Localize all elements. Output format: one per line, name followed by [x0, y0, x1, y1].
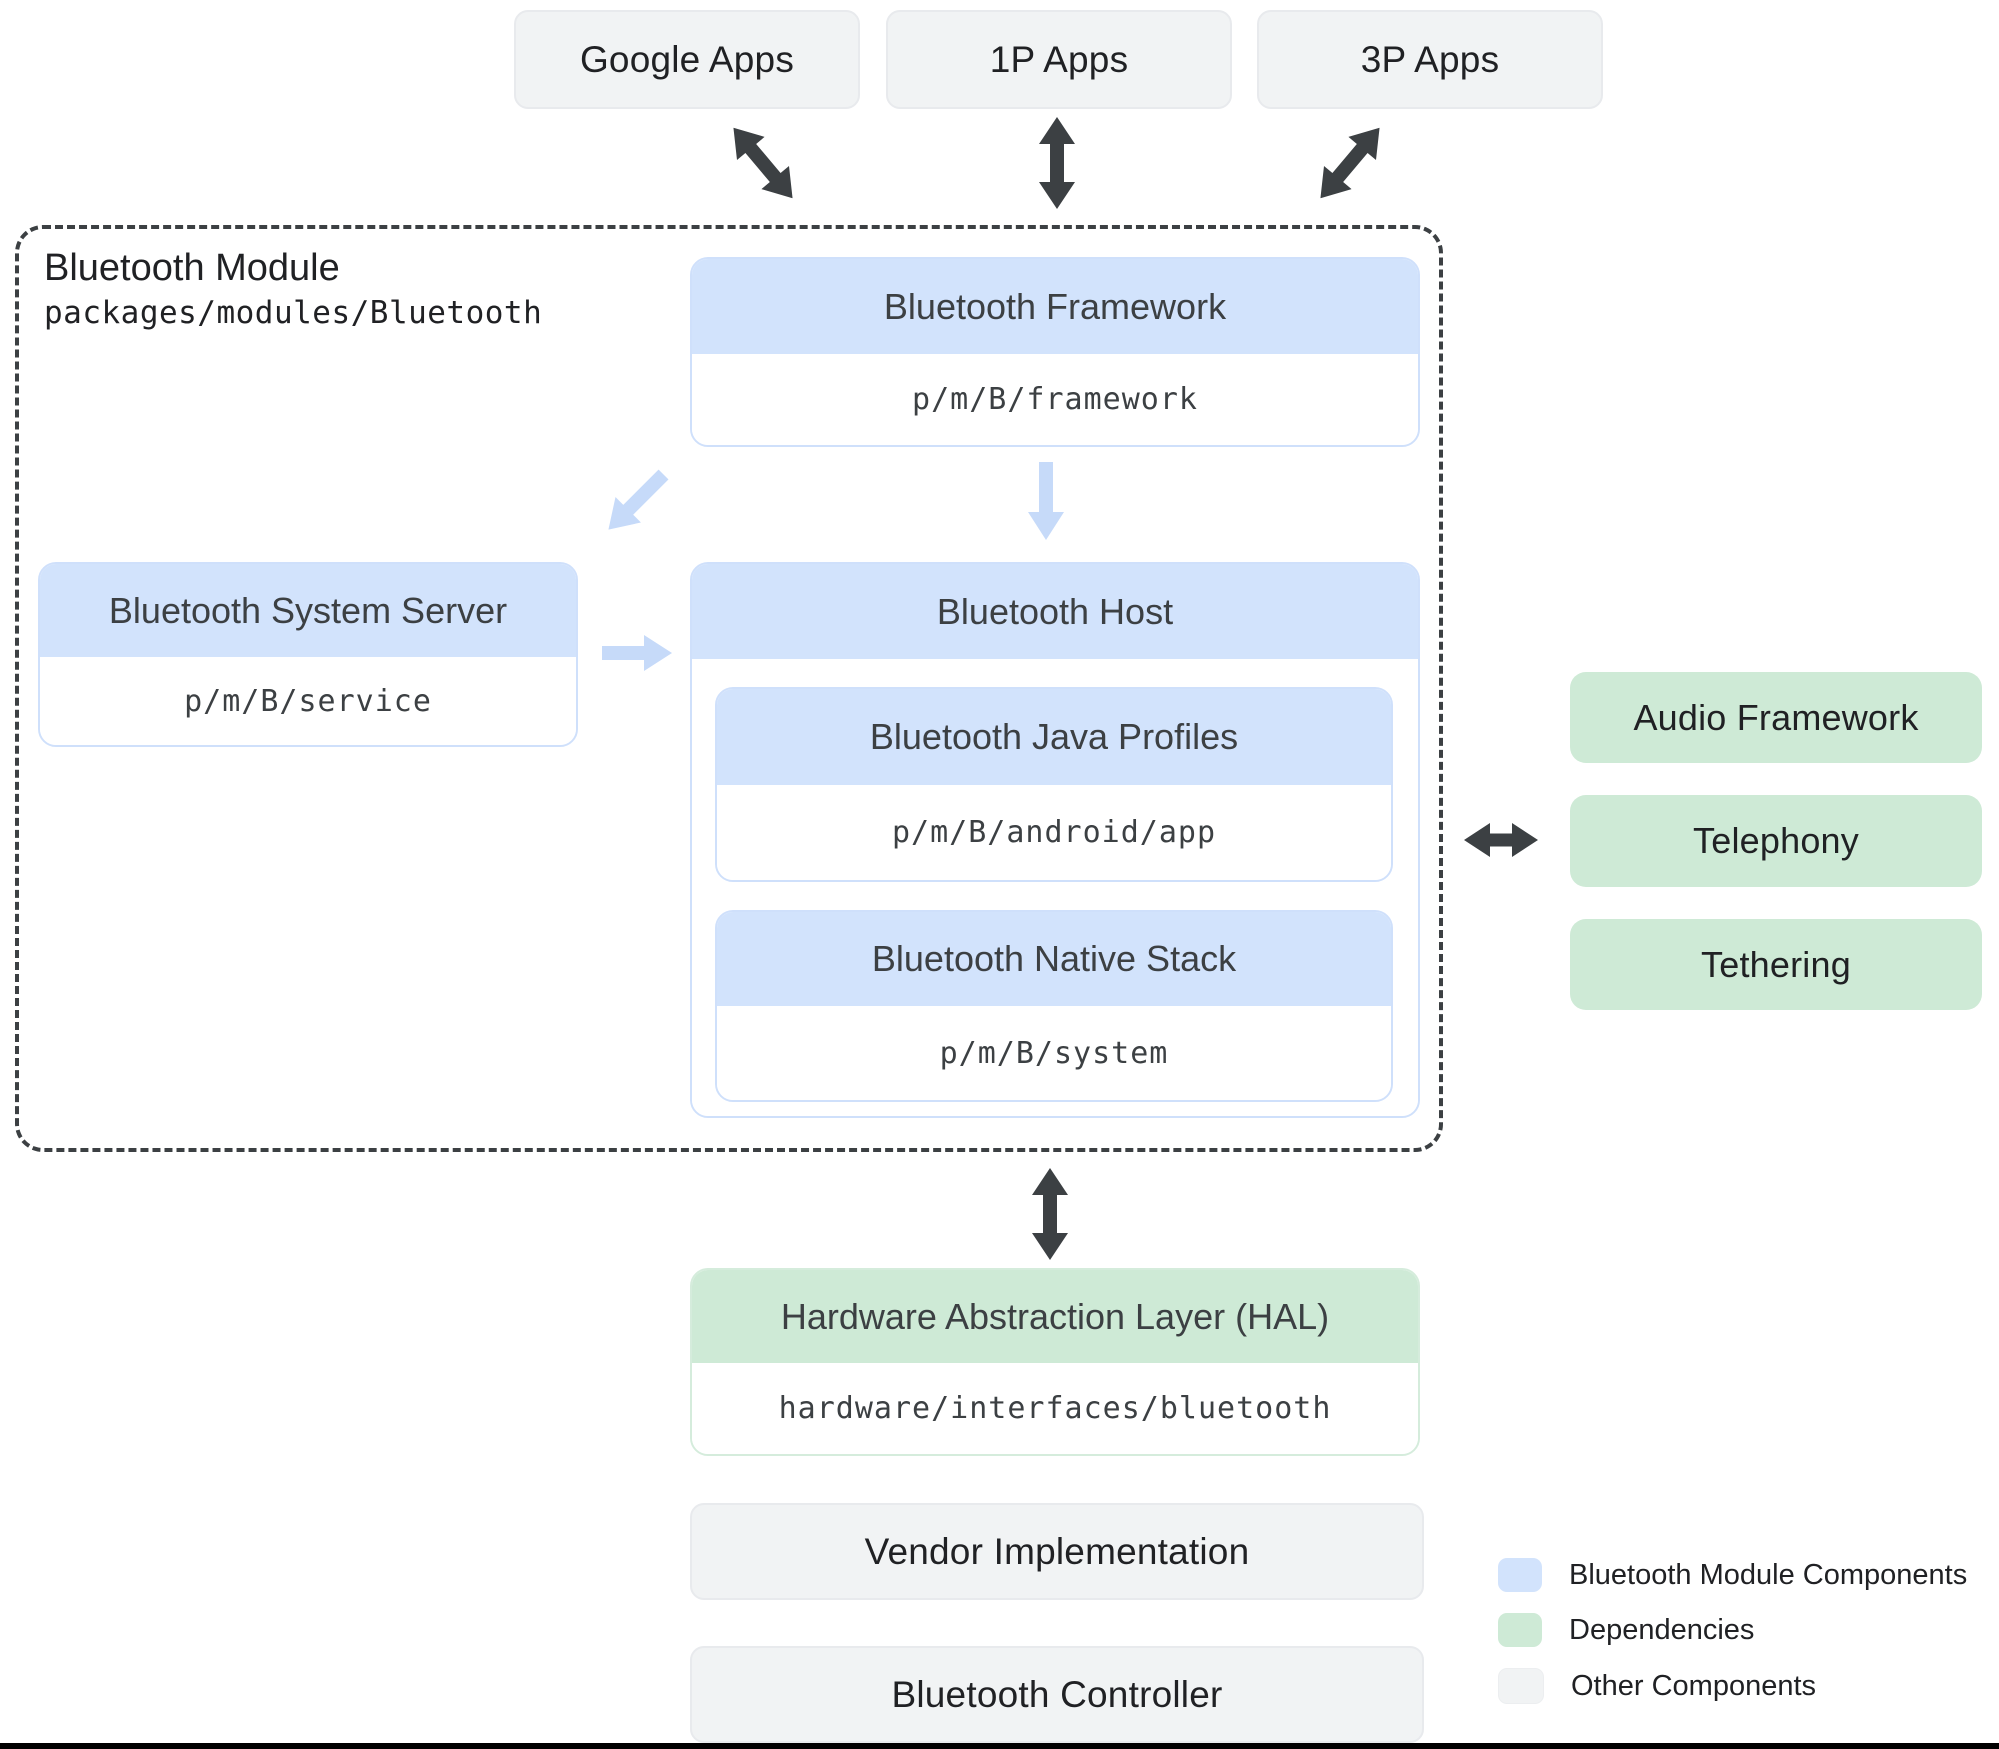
screenshot-bottom-edge: [0, 1743, 1999, 1749]
card-hal-title: Hardware Abstraction Layer (HAL): [692, 1270, 1418, 1363]
legend-swatch-green: [1498, 1613, 1542, 1647]
box-tethering-label: Tethering: [1701, 943, 1851, 985]
box-vendor-implementation-label: Vendor Implementation: [864, 1530, 1250, 1572]
card-hal: Hardware Abstraction Layer (HAL) hardwar…: [690, 1268, 1420, 1456]
legend-label-dependencies: Dependencies: [1569, 1613, 1755, 1646]
module-path: packages/modules/Bluetooth: [44, 295, 543, 331]
card-bluetooth-framework-path: p/m/B/framework: [692, 354, 1418, 445]
legend-swatch-gray: [1498, 1668, 1544, 1704]
box-vendor-implementation: Vendor Implementation: [690, 1503, 1424, 1600]
box-audio-framework-label: Audio Framework: [1633, 696, 1919, 738]
box-telephony: Telephony: [1570, 795, 1982, 887]
bluetooth-module-container: Bluetooth Module packages/modules/Blueto…: [15, 225, 1443, 1152]
card-bluetooth-host-body: Bluetooth Java Profiles p/m/B/android/ap…: [692, 659, 1418, 1116]
card-bluetooth-framework-title: Bluetooth Framework: [692, 259, 1418, 354]
double-arrow-1p-apps-icon: [1039, 117, 1075, 209]
box-3p-apps-label: 3P Apps: [1360, 38, 1500, 80]
box-telephony-label: Telephony: [1693, 820, 1859, 861]
box-bluetooth-controller-label: Bluetooth Controller: [891, 1673, 1223, 1715]
legend-label-other-components: Other Components: [1571, 1669, 1817, 1702]
legend-item-other-components: Other Components: [1498, 1668, 1816, 1704]
card-bluetooth-host: Bluetooth Host Bluetooth Java Profiles p…: [690, 562, 1420, 1118]
legend-swatch-blue: [1498, 1558, 1542, 1592]
box-bluetooth-controller: Bluetooth Controller: [690, 1646, 1424, 1743]
card-bluetooth-system-server: Bluetooth System Server p/m/B/service: [38, 562, 578, 747]
card-bluetooth-native-stack-title: Bluetooth Native Stack: [717, 912, 1391, 1006]
arrow-framework-to-system-server-icon: [596, 462, 677, 543]
card-bluetooth-java-profiles-title: Bluetooth Java Profiles: [717, 689, 1391, 785]
legend-item-module-components: Bluetooth Module Components: [1498, 1558, 1967, 1592]
arrow-framework-to-host-icon: [1028, 462, 1064, 540]
card-bluetooth-java-profiles: Bluetooth Java Profiles p/m/B/android/ap…: [715, 687, 1393, 882]
double-arrow-google-apps-icon: [720, 116, 807, 210]
card-bluetooth-system-server-title: Bluetooth System Server: [40, 564, 576, 657]
card-bluetooth-native-stack: Bluetooth Native Stack p/m/B/system: [715, 910, 1393, 1102]
card-bluetooth-framework: Bluetooth Framework p/m/B/framework: [690, 257, 1420, 447]
double-arrow-module-hal-icon: [1032, 1168, 1068, 1260]
card-bluetooth-native-stack-path: p/m/B/system: [717, 1006, 1391, 1100]
card-hal-path: hardware/interfaces/bluetooth: [692, 1363, 1418, 1454]
card-bluetooth-host-title: Bluetooth Host: [692, 564, 1418, 659]
box-audio-framework: Audio Framework: [1570, 672, 1982, 763]
card-bluetooth-java-profiles-path: p/m/B/android/app: [717, 785, 1391, 880]
card-bluetooth-system-server-path: p/m/B/service: [40, 657, 576, 745]
arrow-system-server-to-host-icon: [602, 635, 672, 671]
box-tethering: Tethering: [1570, 919, 1982, 1010]
box-1p-apps: 1P Apps: [886, 10, 1232, 109]
double-arrow-module-dependencies-icon: [1464, 823, 1538, 857]
box-3p-apps: 3P Apps: [1257, 10, 1603, 109]
legend-label-module-components: Bluetooth Module Components: [1569, 1558, 1968, 1591]
double-arrow-3p-apps-icon: [1307, 116, 1394, 210]
box-google-apps-label: Google Apps: [579, 38, 795, 80]
module-title: Bluetooth Module: [44, 247, 340, 289]
box-1p-apps-label: 1P Apps: [989, 38, 1129, 80]
legend-item-dependencies: Dependencies: [1498, 1613, 1754, 1647]
box-google-apps: Google Apps: [514, 10, 860, 109]
